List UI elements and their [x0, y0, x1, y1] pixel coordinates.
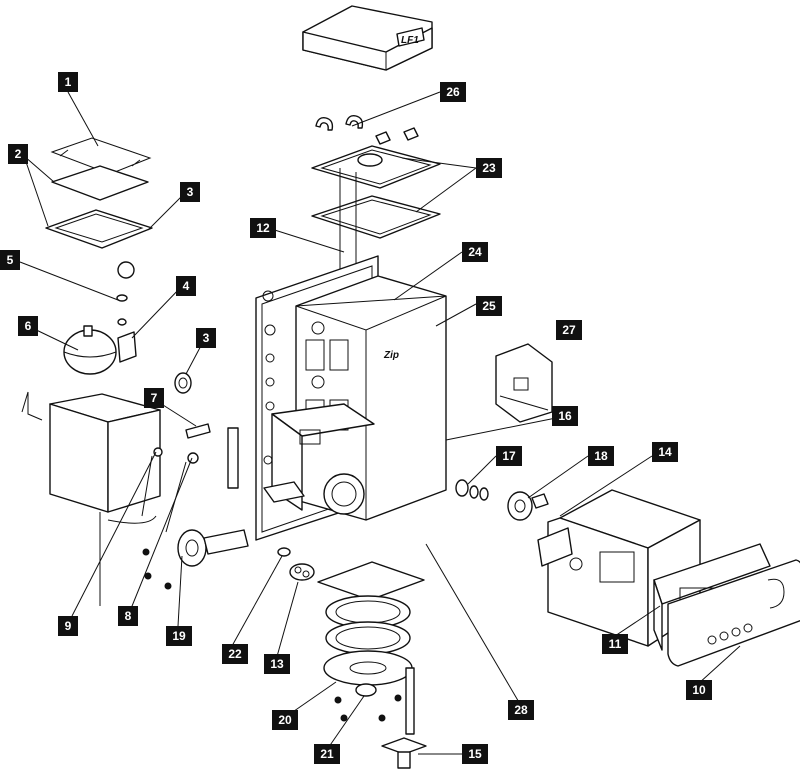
part-tag-26-label: 26: [446, 85, 460, 99]
part-tag-3-label: 3: [187, 185, 194, 199]
tank-body: Zip: [295, 275, 447, 521]
part-tag-23: 23: [476, 158, 502, 178]
part-tag-9-label: 9: [65, 619, 72, 633]
part-tag-21: 21: [314, 744, 340, 764]
part-tag-26: 26: [440, 82, 466, 102]
part-tag-8: 8: [118, 606, 138, 626]
part-tag-19-label: 19: [172, 629, 186, 643]
part-tag-13-label: 13: [270, 657, 284, 671]
valve-parts: [455, 479, 549, 521]
part-tag-18-label: 18: [594, 449, 608, 463]
part-tag-12-label: 12: [256, 221, 270, 235]
clips: [315, 114, 419, 145]
float-valve: [63, 261, 137, 375]
part-tag-9: 9: [58, 616, 78, 636]
part-tag-17: 17: [496, 446, 522, 466]
part-tag-4-label: 4: [183, 279, 190, 293]
part-tag-15-label: 15: [468, 747, 482, 761]
part-tag-3-fitting: 3: [196, 328, 216, 348]
part-tag-13: 13: [264, 654, 290, 674]
part-tag-28-label: 28: [514, 703, 528, 717]
part-tag-17-label: 17: [502, 449, 516, 463]
part-tag-27-label: 27: [562, 323, 576, 337]
part-tag-8-label: 8: [125, 609, 132, 623]
circuit-board: [495, 343, 553, 423]
part-tag-21-label: 21: [320, 747, 334, 761]
part-tag-3-fitting-label: 3: [203, 331, 210, 345]
part-tag-7-label: 7: [151, 391, 158, 405]
heating-element: [142, 529, 249, 590]
part-tag-5-label: 5: [7, 253, 14, 267]
top-lid: LF1: [302, 5, 433, 71]
part-tag-6-label: 6: [25, 319, 32, 333]
part-tag-19: 19: [166, 626, 192, 646]
part-tag-25-label: 25: [482, 299, 496, 313]
filter-assembly: [45, 137, 153, 249]
part-tag-11: 11: [602, 634, 628, 654]
fittings: [141, 372, 211, 533]
part-tag-27: 27: [556, 320, 582, 340]
lid-logo: LF1: [401, 35, 419, 46]
part-tag-18: 18: [588, 446, 614, 466]
part-tag-10: 10: [686, 680, 712, 700]
drain-plate: [381, 737, 427, 769]
part-tag-1-label: 1: [65, 75, 72, 89]
part-tag-14-label: 14: [658, 445, 672, 459]
part-tag-28: 28: [508, 700, 534, 720]
part-tag-25: 25: [476, 296, 502, 316]
part-tag-7: 7: [144, 388, 164, 408]
gasket-stack: [317, 561, 425, 686]
thermostat-parts: [277, 547, 315, 581]
part-tag-14: 14: [652, 442, 678, 462]
part-tag-2-label: 2: [15, 147, 22, 161]
part-tag-23-label: 23: [482, 161, 496, 175]
part-tag-16: 16: [552, 406, 578, 426]
part-tag-20: 20: [272, 710, 298, 730]
part-tag-15: 15: [462, 744, 488, 764]
part-tag-22: 22: [222, 644, 248, 664]
part-tag-2: 2: [8, 144, 28, 164]
part-tag-4: 4: [176, 276, 196, 296]
part-tag-6: 6: [18, 316, 38, 336]
front-cover: [667, 559, 800, 667]
brand-logo: Zip: [383, 350, 399, 361]
part-tag-5: 5: [0, 250, 20, 270]
part-tag-10-label: 10: [692, 683, 706, 697]
part-tag-12: 12: [250, 218, 276, 238]
part-tag-22-label: 22: [228, 647, 242, 661]
drain-fittings: [334, 667, 415, 735]
part-tag-3: 3: [180, 182, 200, 202]
part-tag-24: 24: [462, 242, 488, 262]
drip-box: [21, 391, 161, 606]
part-tag-24-label: 24: [468, 245, 482, 259]
control-panel: [227, 403, 375, 515]
part-tag-16-label: 16: [558, 409, 572, 423]
tank-lid-assembly: [311, 145, 441, 300]
part-tag-11-label: 11: [609, 637, 622, 651]
part-tag-1: 1: [58, 72, 78, 92]
part-tag-20-label: 20: [278, 713, 292, 727]
